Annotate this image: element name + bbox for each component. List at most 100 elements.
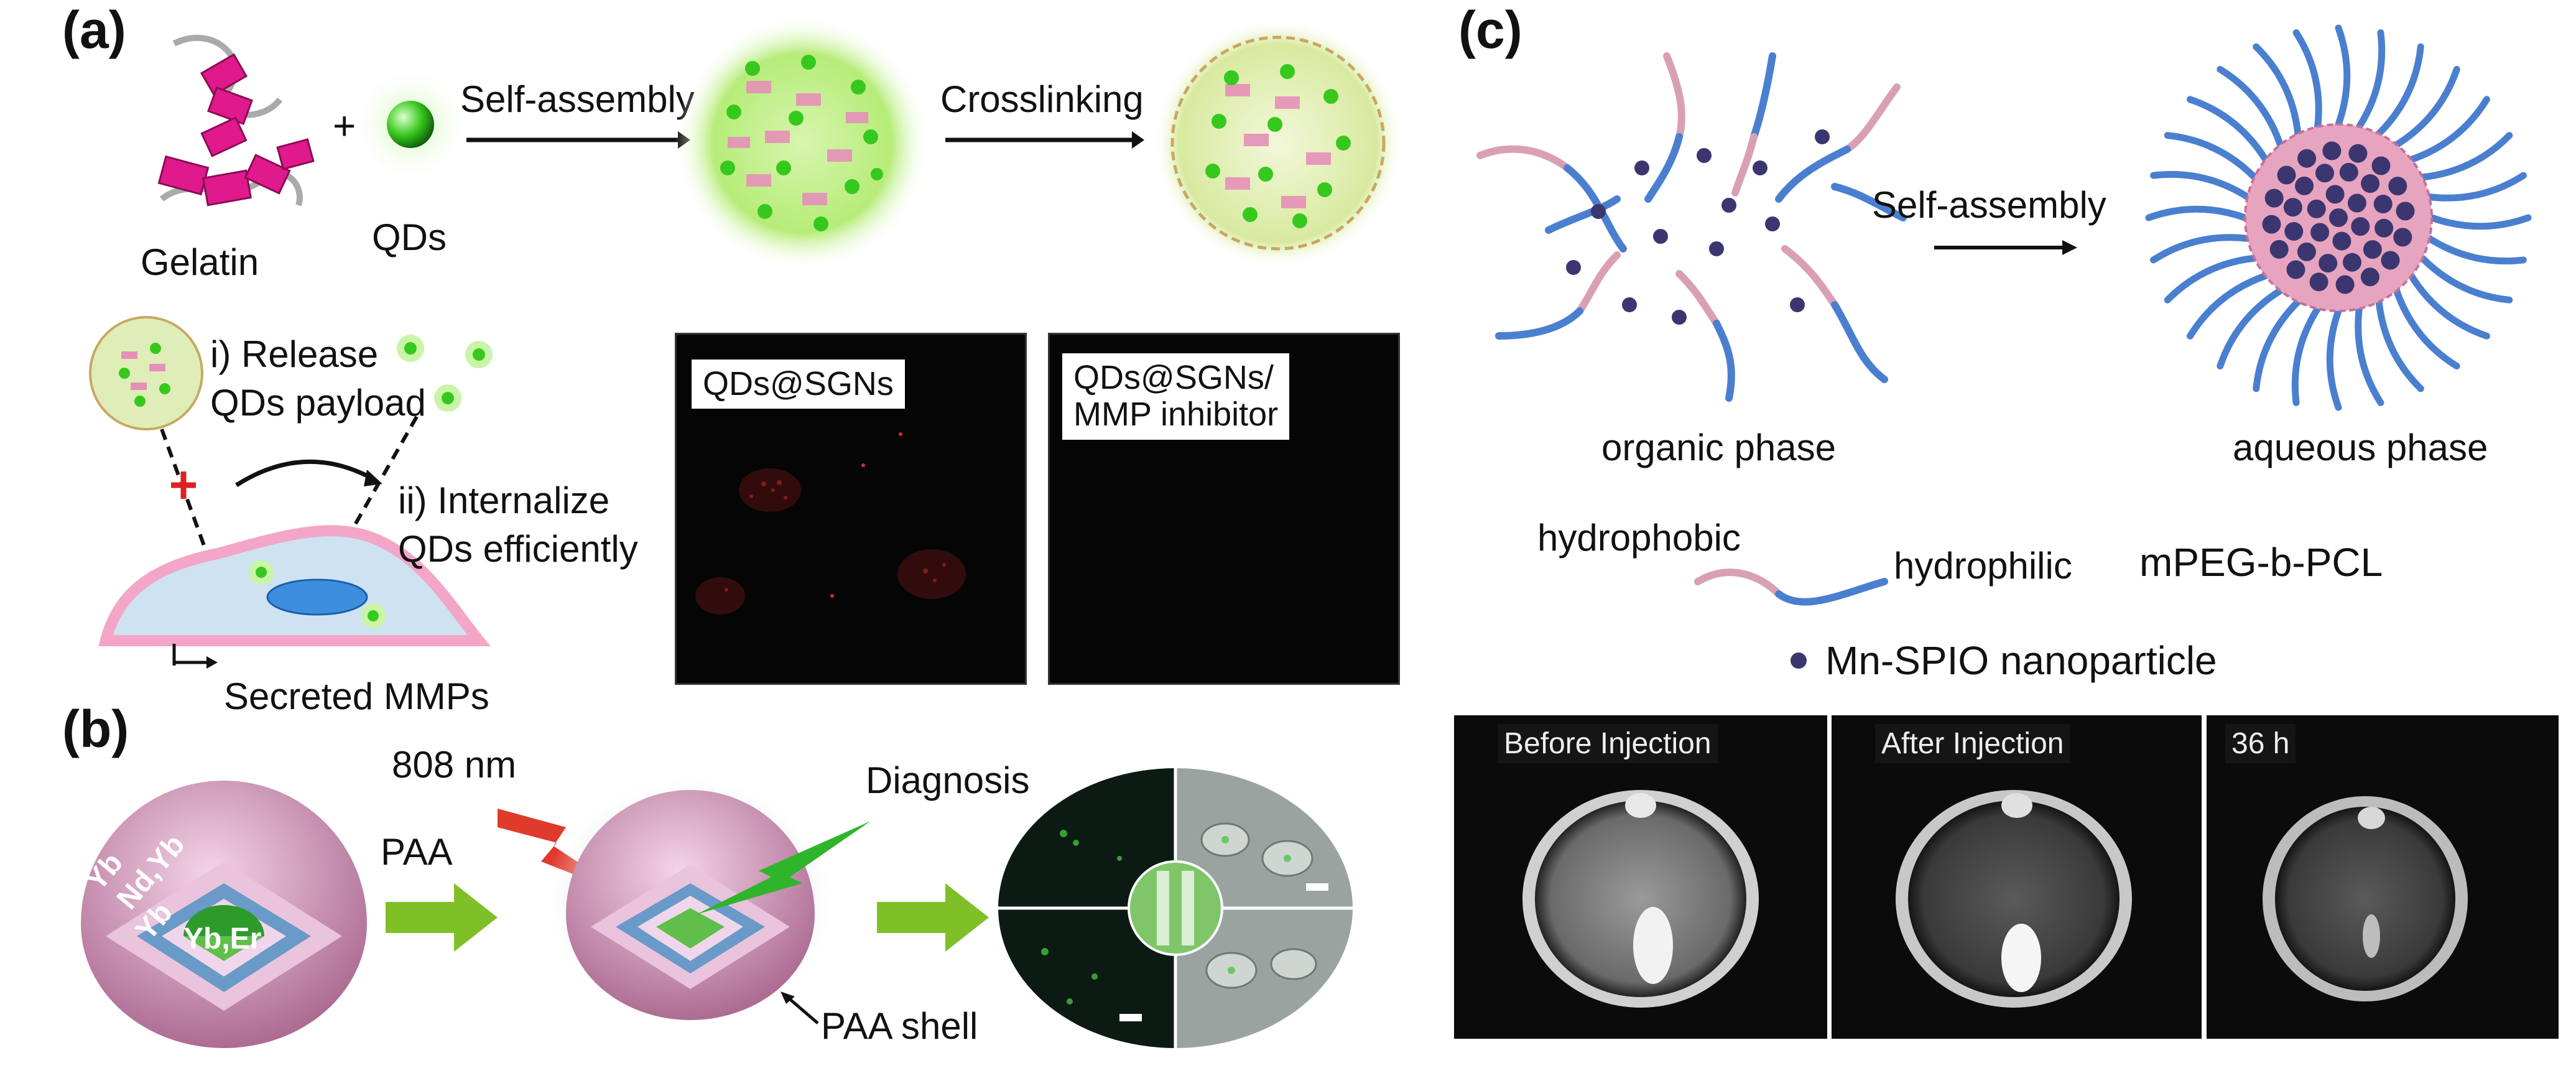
- organic-phase-label: organic phase: [1601, 427, 1836, 468]
- micelle-core-particle: [2388, 177, 2407, 196]
- core-shell-nanoparticle: [81, 781, 367, 1048]
- arrow-self-assembly-a: [466, 131, 690, 149]
- micelle-core-particle: [2363, 240, 2382, 259]
- micrograph-1-label: QDs@SGNs: [692, 360, 905, 409]
- micelle-core-particle: [2319, 254, 2338, 273]
- red-fluorescence-dots: [695, 432, 966, 615]
- laser-label: 808 nm: [392, 744, 517, 786]
- organic-phase-polymers: [1476, 52, 1907, 402]
- micelle-core-particle: [2309, 272, 2328, 292]
- micelle-hydrophilic-chain: [2253, 298, 2302, 392]
- micelle-core-particle: [2339, 162, 2358, 182]
- micelle-core-particle: [2297, 242, 2316, 261]
- released-qds-icon: [397, 335, 493, 412]
- crosslinking-label: Crosslinking: [940, 78, 1144, 120]
- micelle-hydrophilic-chain: [2164, 132, 2258, 181]
- cell-imaging-ellipse: [998, 768, 1353, 1048]
- qd-sphere-icon: [351, 65, 470, 183]
- micelle-core-particle: [2348, 144, 2368, 163]
- micelle-core-particle: [2371, 156, 2391, 175]
- green-lightning-icon: [697, 821, 871, 914]
- internalize-label-line2: QDs efficiently: [398, 528, 638, 570]
- micrograph-qds-sgns-inhibitor: QDs@SGNs/ MMP inhibitor: [1048, 333, 1400, 685]
- small-nanogel-icon: [89, 316, 203, 430]
- arrow-self-assembly-c: [1934, 240, 2077, 255]
- micelle-hydrophilic-chain: [2355, 29, 2386, 131]
- micelle-core-particle: [2284, 222, 2304, 241]
- micrograph-2-label-line1: QDs@SGNs/: [1073, 359, 1274, 396]
- micelle-core-particle: [2322, 141, 2342, 160]
- micrograph-qds-sgns: QDs@SGNs: [675, 333, 1027, 685]
- micelle-icon: [2145, 24, 2532, 411]
- cell-schematic: [98, 416, 491, 666]
- micelle-hydrophilic-chain: [2145, 205, 2249, 221]
- micelle-hydrophilic-chain: [2375, 43, 2424, 137]
- micelle-core-particle: [2360, 267, 2379, 287]
- micelle-core-particle: [2332, 231, 2351, 251]
- hydrophobic-label: hydrophobic: [1537, 517, 1741, 559]
- gelatin-label: Gelatin: [141, 241, 259, 283]
- micelle-hydrophilic-chain: [2253, 43, 2302, 137]
- micrograph-2-label-line2: MMP inhibitor: [1073, 396, 1279, 434]
- micelle-hydrophilic-chain: [2292, 29, 2322, 131]
- mri-before-injection: Before Injection: [1454, 715, 1827, 1039]
- micelle-core-particle: [2374, 218, 2394, 238]
- nanoparticle-label: Mn-SPIO nanoparticle: [1825, 638, 2217, 683]
- micelle-core-particle: [2381, 251, 2400, 270]
- micelle-hydrophilic-chain: [2393, 66, 2460, 149]
- self-assembly-label-c: Self-assembly: [1872, 184, 2106, 226]
- micelle-core-particle: [2269, 239, 2289, 259]
- paa-coated-nanoparticle: [544, 774, 836, 1029]
- layer-yb-er: Yb,Er: [183, 922, 261, 955]
- paa-shell-pointer: [781, 991, 819, 1024]
- panel-c-label: (c): [1458, 1, 1522, 59]
- micelle-hydrophilic-chain: [2150, 170, 2251, 201]
- micelle-core-particle: [2351, 217, 2370, 236]
- panel-a-label: (a): [62, 1, 126, 59]
- layer-labels: Yb Nd,Yb Yb Yb,Er: [80, 829, 262, 955]
- micelle-hydrophilic-chain: [2164, 254, 2258, 304]
- micelle-core-particle: [2329, 208, 2348, 227]
- micelle-core-particle: [2347, 193, 2366, 213]
- micelle-core-particle: [2315, 164, 2334, 183]
- micelle-hydrophilic-chain: [2217, 66, 2284, 149]
- micelle-hydrophilic-chain: [2187, 96, 2269, 163]
- micelle-core-particle: [2343, 253, 2361, 272]
- micelle-hydrophilic-chain: [2335, 24, 2351, 128]
- micelle-hydrophilic-chain: [2326, 307, 2342, 411]
- micelle-core-particle: [2295, 176, 2314, 195]
- micelle-hydrophilic-chain: [2425, 172, 2527, 202]
- mri-36h-title: 36 h: [2225, 724, 2296, 763]
- gelatin-nanogel-icon: [675, 16, 930, 271]
- mri-scans: [1522, 790, 2468, 1008]
- paa-label: PAA: [381, 831, 453, 873]
- panel-b-label: (b): [62, 700, 129, 758]
- self-assembly-label-a: Self-assembly: [460, 78, 695, 120]
- micelle-hydrophilic-chain: [2187, 272, 2269, 340]
- aqueous-phase-label: aqueous phase: [2233, 427, 2488, 468]
- diagnosis-label: Diagnosis: [866, 759, 1030, 801]
- micelle-core-particle: [2283, 198, 2302, 217]
- micelle-core-particle: [2262, 215, 2281, 234]
- crosslinked-nanogel-icon: [1154, 19, 1402, 267]
- polymer-legend-line: [1694, 569, 1888, 606]
- mri-before-title: Before Injection: [1498, 724, 1718, 763]
- paa-shell-label: PAA shell: [821, 1005, 978, 1047]
- arrow-crosslinking: [945, 131, 1144, 149]
- micelle-hydrophilic-chain: [2217, 287, 2284, 369]
- micelle-core-particle: [2310, 223, 2330, 242]
- internalize-label-line1: ii) Internalize: [398, 480, 610, 521]
- release-label-line1: i) Release: [210, 333, 379, 375]
- micelle-core-particle: [2264, 188, 2284, 208]
- micelle-hydrophilic-chain: [2150, 234, 2251, 264]
- micelle-core-particle: [2393, 228, 2412, 247]
- micelle-core-particle: [2373, 195, 2393, 213]
- micelle-hydrophilic-chain: [2291, 305, 2322, 406]
- micelle-hydrophilic-chain: [2355, 305, 2384, 406]
- green-arrow-1: [386, 883, 498, 952]
- micelle-core-particle: [2277, 165, 2296, 185]
- release-label-line2: QDs payload: [210, 382, 426, 424]
- secreted-mmps-label: Secreted MMPs: [224, 675, 489, 717]
- nanoparticle-legend-dot: [1791, 652, 1807, 669]
